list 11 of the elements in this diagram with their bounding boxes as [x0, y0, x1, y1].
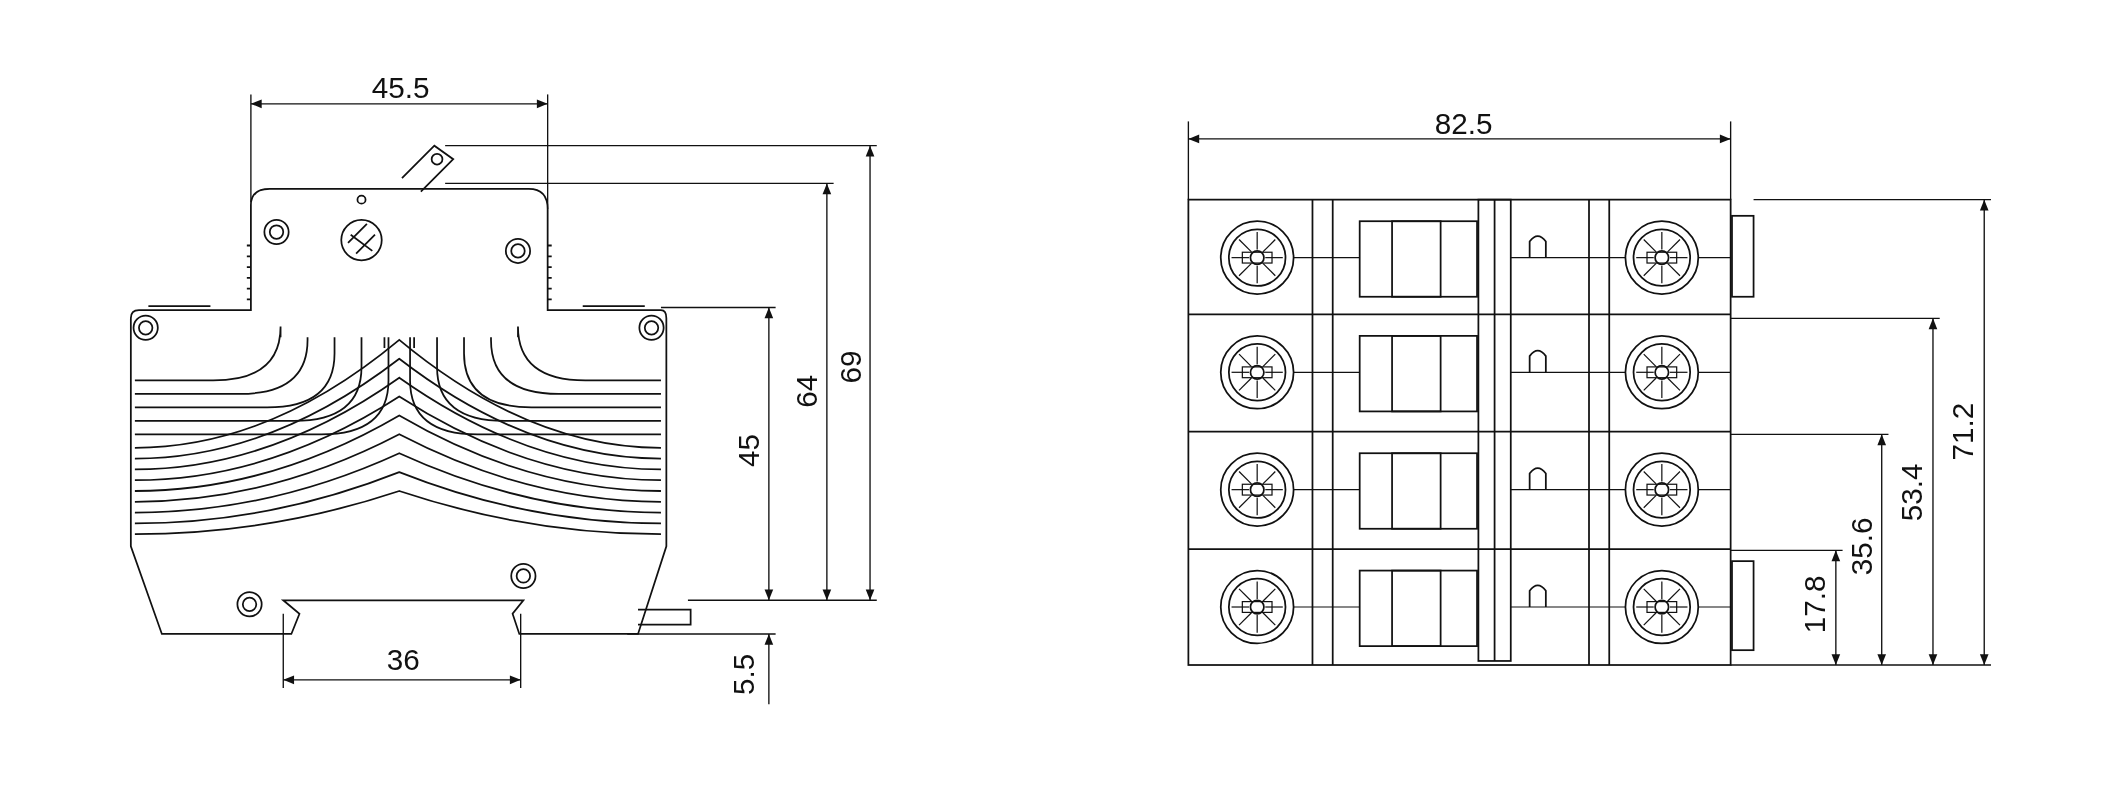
- dimension-label: 64: [793, 374, 823, 408]
- dimension-label: 35.6: [1848, 517, 1878, 576]
- dimension-label: 5.5: [729, 653, 760, 696]
- dimension-label: 45.5: [371, 74, 430, 104]
- dimension-label: 69: [836, 350, 866, 384]
- dimension-label: 53.4: [1897, 463, 1928, 522]
- dimension-label: 36: [386, 646, 420, 676]
- dimension-label: 82.5: [1434, 109, 1493, 139]
- dimension-label: 45: [735, 434, 765, 468]
- dimension-label: 17.8: [1800, 575, 1831, 634]
- dimension-label: 71.2: [1949, 402, 1979, 461]
